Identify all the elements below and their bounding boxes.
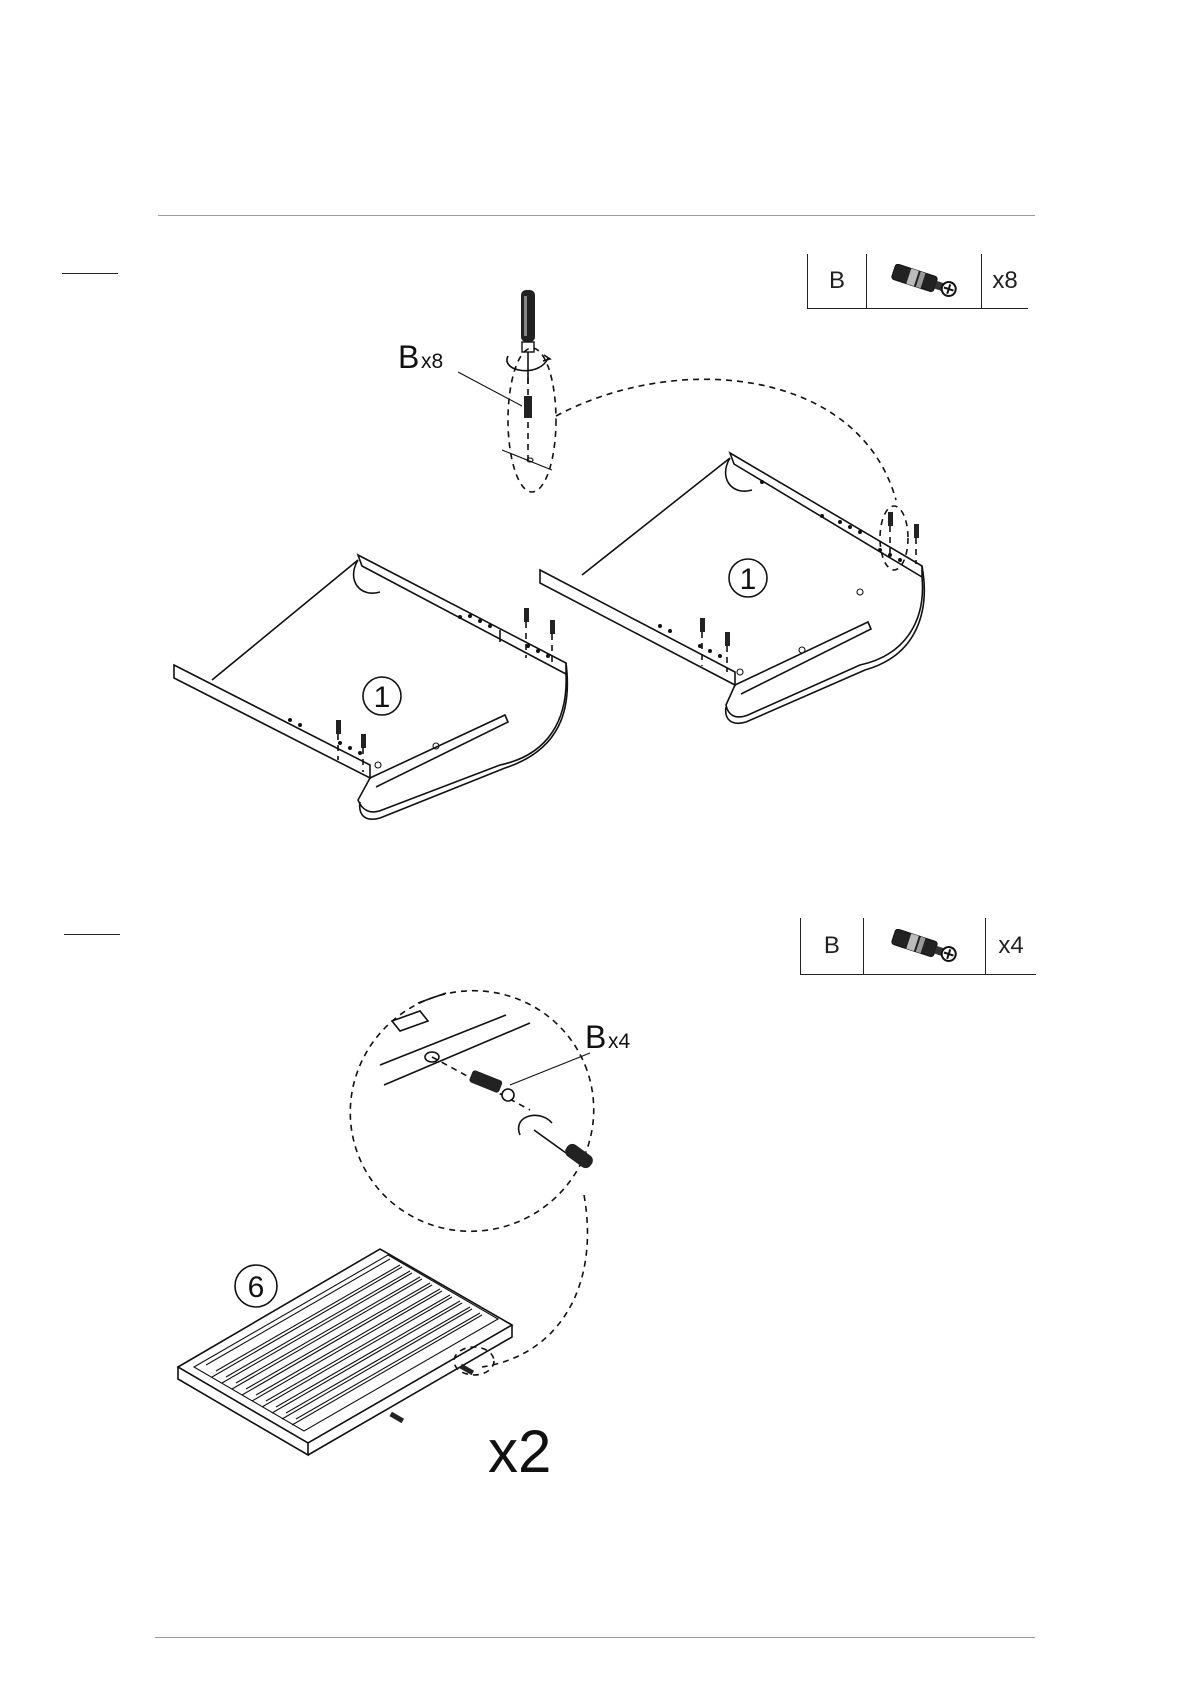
screwdriver-icon — [507, 290, 550, 384]
callout-count: x4 — [608, 1030, 631, 1053]
callout-count: x8 — [421, 350, 443, 373]
step-2-marker — [64, 934, 120, 935]
step-2-parts-box: B x4 — [800, 918, 1036, 975]
part-number-label: 1 — [374, 681, 391, 714]
slatted-base — [178, 1249, 512, 1455]
part-code: B — [801, 918, 863, 974]
repeat-count: x2 — [488, 1418, 551, 1485]
side-panel-left — [174, 555, 567, 819]
part-number-label: 1 — [740, 563, 757, 596]
cam-bolt-icon — [863, 918, 985, 974]
step-2-illustration: B x4 — [0, 985, 1191, 1505]
part-number-label: 6 — [248, 1271, 265, 1304]
screwdriver-icon — [519, 1115, 596, 1170]
callout-letter: B — [398, 339, 419, 375]
top-rule — [158, 215, 1035, 216]
bottom-rule — [155, 1637, 1035, 1638]
callout-letter: B — [585, 1019, 606, 1055]
step-1-illustration: B x8 1 — [0, 260, 1191, 880]
part-quantity: x4 — [985, 918, 1036, 974]
